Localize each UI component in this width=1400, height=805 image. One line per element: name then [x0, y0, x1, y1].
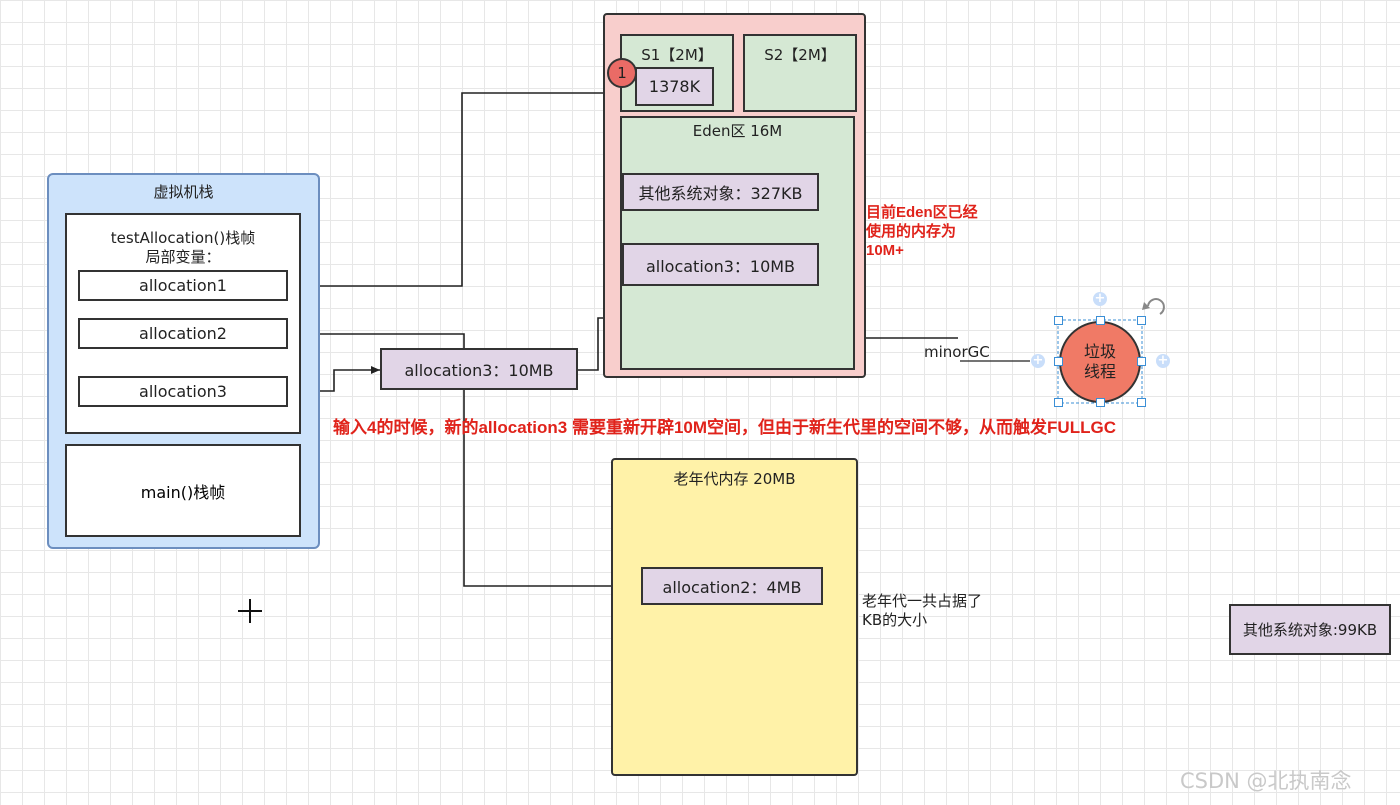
survivor-s2[interactable]: S2【2M】: [743, 34, 857, 112]
jvm-stack-title: 虚拟机栈: [153, 183, 214, 201]
old-generation[interactable]: 老年代内存 20MB: [611, 458, 858, 776]
s2-label: S2【2M】: [764, 46, 836, 64]
arrow-allocation1-to-s1: [288, 89, 622, 287]
var-allocation1[interactable]: allocation1: [78, 270, 288, 301]
eden-usage-note: 目前Eden区已经 使用的内存为 10M+: [866, 203, 978, 260]
connect-top-icon[interactable]: +: [1093, 291, 1107, 306]
eden-label: Eden区 16M: [692, 122, 783, 140]
gc-thread-line2: 线程: [1083, 362, 1116, 381]
var-allocation3[interactable]: allocation3: [78, 376, 288, 407]
other-system-objects[interactable]: 其他系统对象:99KB: [1229, 604, 1391, 655]
minor-gc-label: minorGC: [924, 343, 990, 361]
old-gen-label: 老年代内存 20MB: [673, 470, 796, 488]
eden-allocation3[interactable]: allocation3：10MB: [622, 243, 819, 286]
rotate-icon: [1147, 298, 1165, 315]
resize-handle-br[interactable]: [1137, 398, 1146, 407]
test-frame-title: testAllocation()栈帧: [110, 229, 256, 247]
resize-handle-tc[interactable]: [1096, 316, 1105, 325]
old-note-line2: KB的大小: [862, 611, 928, 629]
resize-handle-ml[interactable]: [1054, 357, 1063, 366]
eden-other-objects[interactable]: 其他系统对象：327KB: [622, 173, 819, 211]
connect-right-icon[interactable]: +: [1156, 353, 1170, 368]
local-vars-label: 局部变量：: [145, 248, 221, 266]
gc-thread[interactable]: 垃圾 线程: [1059, 321, 1141, 403]
old-gen-note: 老年代一共占据了 KB的大小: [862, 592, 982, 630]
resize-handle-mr[interactable]: [1137, 357, 1146, 366]
arrow-allocation2-to-old: [288, 333, 640, 590]
gc-thread-line1: 垃圾: [1083, 342, 1116, 361]
fullgc-note: 输入4的时候，新的allocation3 需要重新开辟10M空间，但由于新生代里…: [333, 418, 1116, 437]
main-frame[interactable]: main()栈帧: [65, 444, 301, 537]
connect-left-icon[interactable]: +: [1031, 353, 1045, 368]
eden-note-line3: 10M+: [866, 242, 904, 259]
resize-handle-tr[interactable]: [1137, 316, 1146, 325]
old-allocation2[interactable]: allocation2：4MB: [641, 567, 823, 605]
new-allocation3[interactable]: allocation3：10MB: [380, 348, 578, 390]
step-marker: 1: [607, 58, 637, 88]
s1-label: S1【2M】: [641, 46, 713, 64]
resize-handle-bc[interactable]: [1096, 398, 1105, 407]
watermark: CSDN @北执南念: [1180, 769, 1352, 793]
old-note-line1: 老年代一共占据了: [862, 592, 983, 610]
resize-handle-bl[interactable]: [1054, 398, 1063, 407]
resize-handle-tl[interactable]: [1054, 316, 1063, 325]
var-allocation2[interactable]: allocation2: [78, 318, 288, 349]
s1-object[interactable]: 1378K: [635, 67, 714, 106]
eden-note-line2: 使用的内存为: [866, 223, 957, 240]
eden-note-line1: 目前Eden区已经: [866, 204, 978, 221]
